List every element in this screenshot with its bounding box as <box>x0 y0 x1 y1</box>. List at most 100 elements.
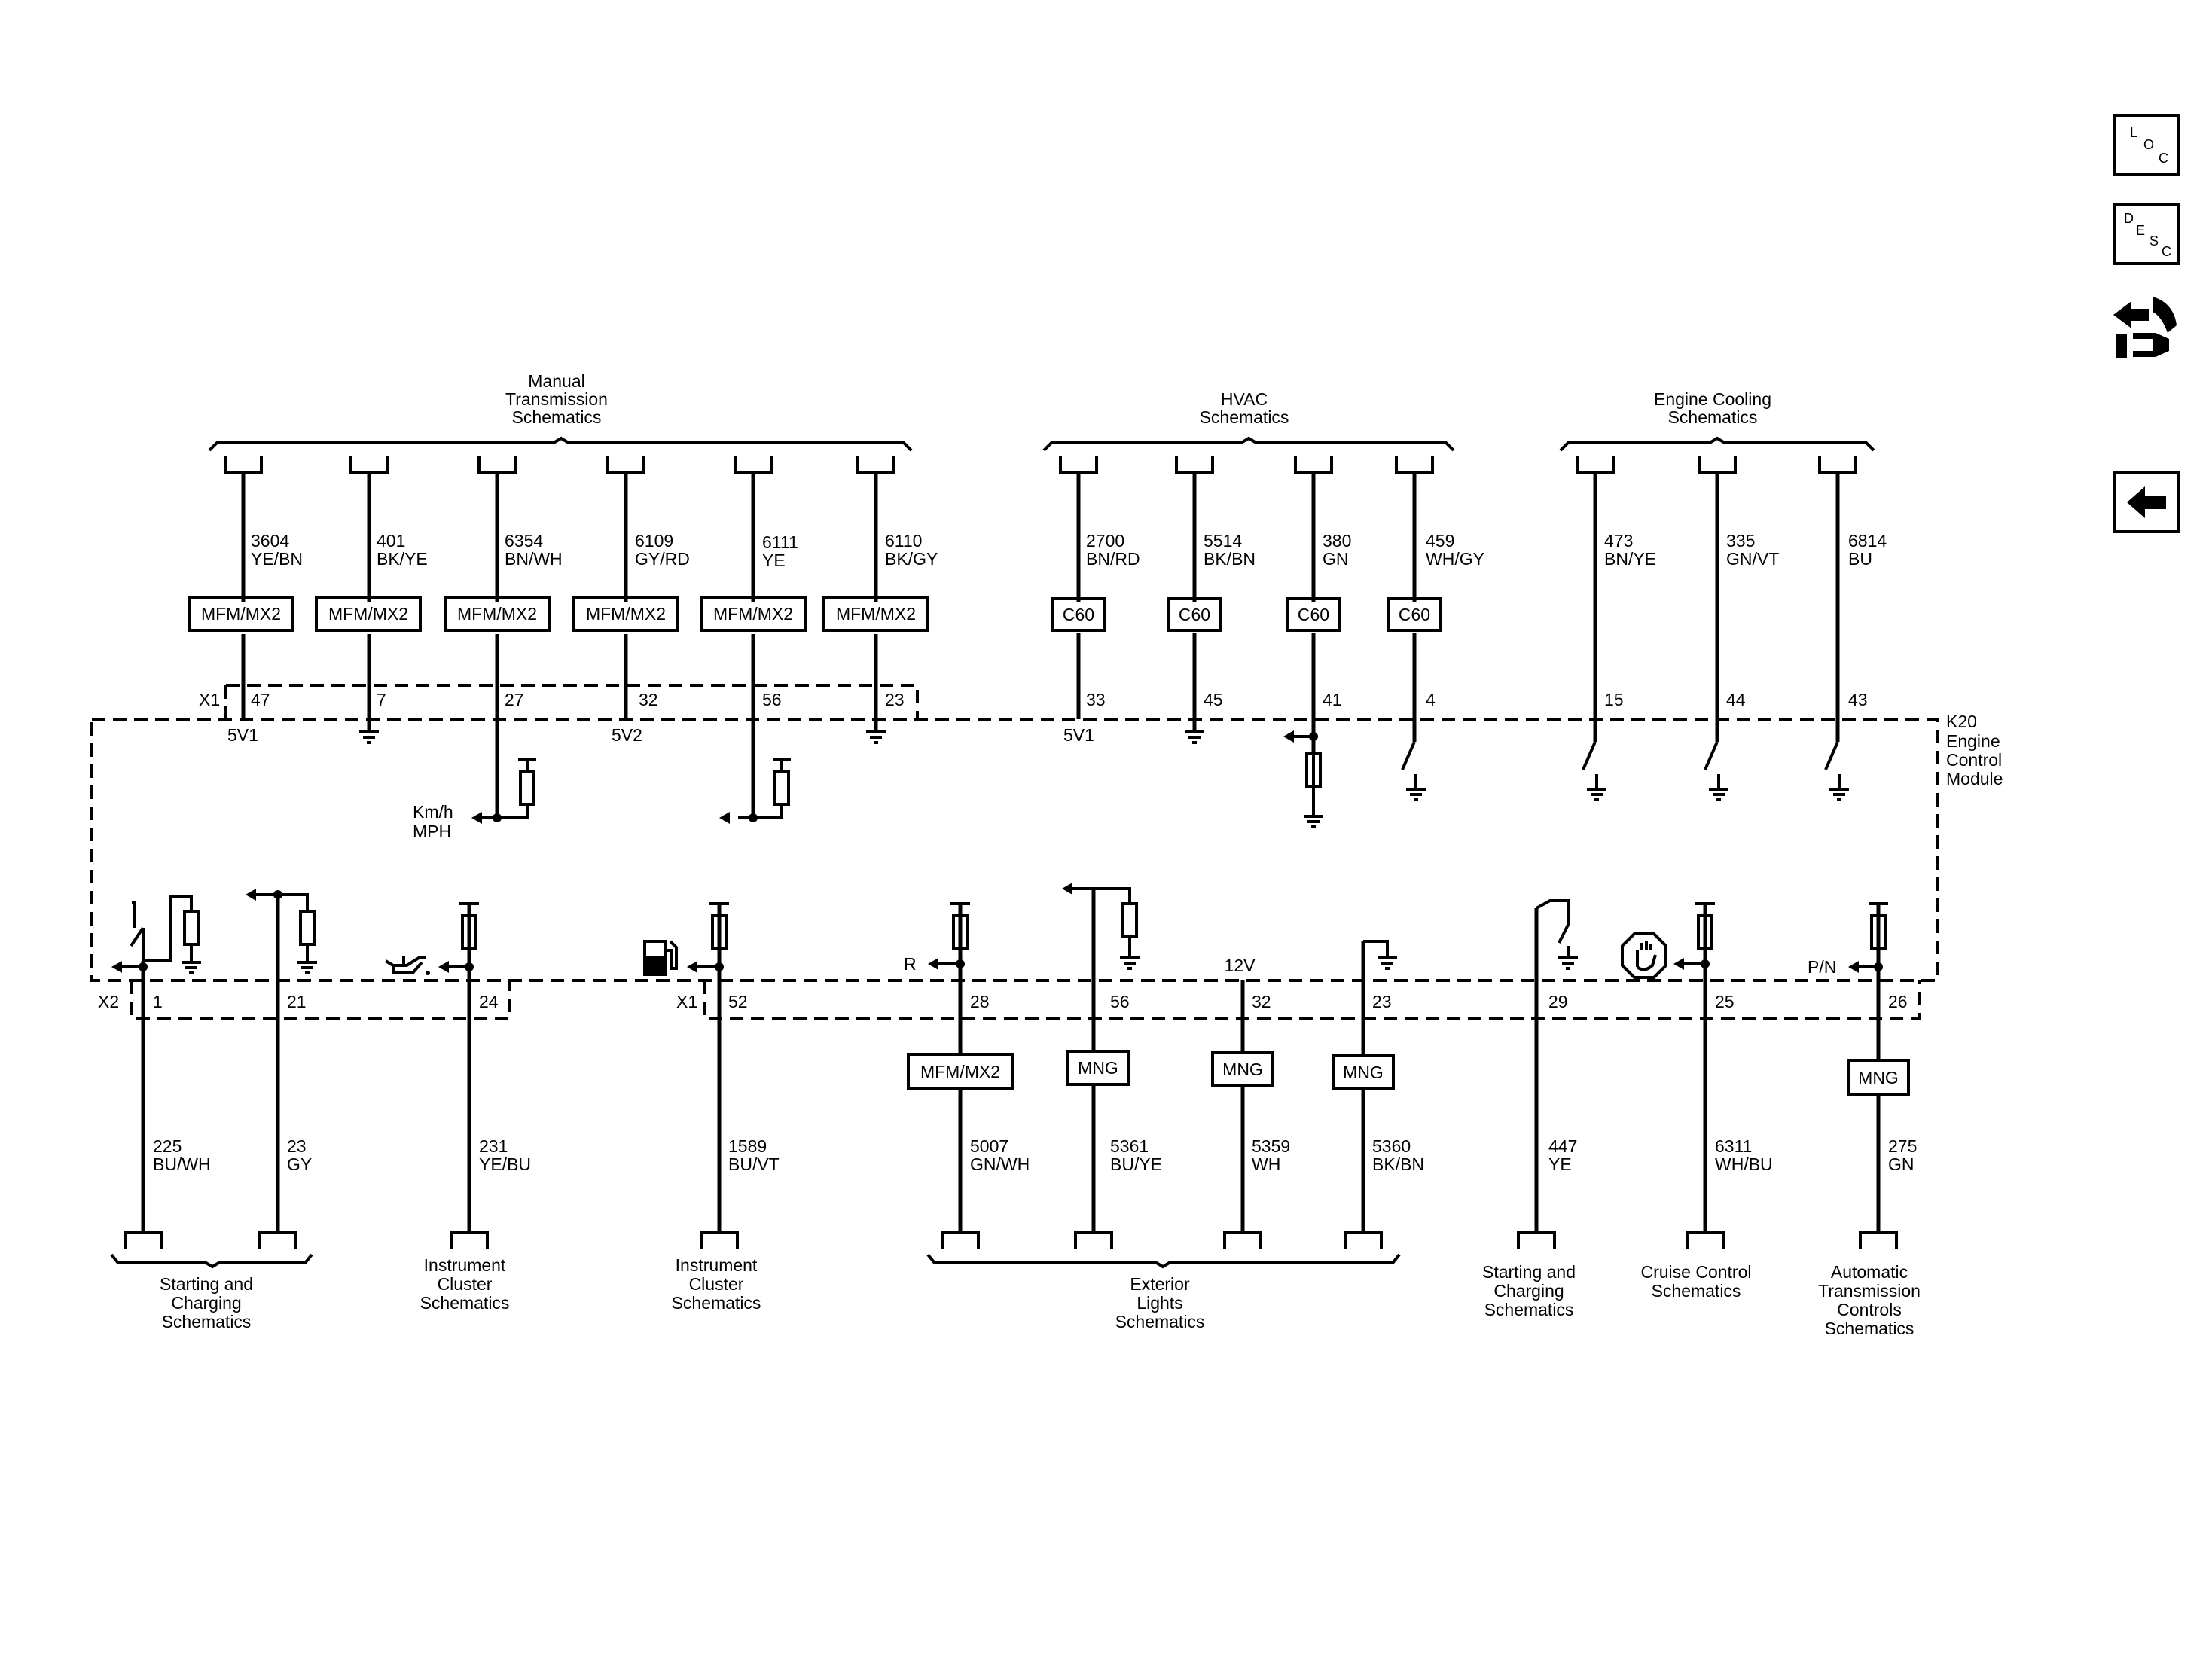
bottom-circuit-5359: 12V MNG 32 5359 WH <box>1211 956 1290 1250</box>
svg-text:21: 21 <box>287 992 307 1011</box>
svg-text:GN: GN <box>1323 549 1349 569</box>
bottom-connector-x1-label: X1 <box>676 992 697 1011</box>
svg-text:27: 27 <box>505 690 524 709</box>
top-group-2-line-1: HVAC <box>1221 389 1268 409</box>
bottom-circuit-231: 24 231 YE/BU <box>384 902 531 1250</box>
fuel-gauge-icon <box>643 940 678 976</box>
svg-text:Starting and: Starting and <box>160 1274 253 1294</box>
description-letter-d: D <box>2124 211 2134 226</box>
svg-text:1589: 1589 <box>728 1136 767 1156</box>
module-name-line-1: Engine <box>1946 731 2000 751</box>
svg-text:YE: YE <box>762 550 786 570</box>
svg-text:447: 447 <box>1548 1136 1577 1156</box>
svg-text:Charging: Charging <box>1493 1281 1564 1301</box>
top-group-brackets <box>208 436 1875 452</box>
svg-text:BU/VT: BU/VT <box>728 1154 780 1174</box>
bottom-circuit-275: P/N MNG 26 275 GN <box>1808 902 1917 1250</box>
svg-text:GN/VT: GN/VT <box>1726 549 1779 569</box>
svg-text:MFM/MX2: MFM/MX2 <box>457 604 537 624</box>
bottom-circuit-225: 1 225 BU/WH <box>111 895 211 1250</box>
top-circuit-335: 335 GN/VT 44 <box>1698 455 1779 801</box>
svg-text:C60: C60 <box>1399 605 1430 624</box>
top-circuit-401: 401 BK/YE MFM/MX2 7 <box>315 455 428 744</box>
svg-text:Schematics: Schematics <box>1825 1319 1915 1338</box>
bottom-circuit-5360: MNG 23 5360 BK/BN <box>1332 940 1424 1250</box>
bottom-circuit-23: 21 23 GY <box>246 889 319 1250</box>
svg-text:32: 32 <box>639 690 658 709</box>
bottom-circuit-447: 29 447 YE <box>1517 899 1579 1250</box>
svg-text:MFM/MX2: MFM/MX2 <box>586 604 666 624</box>
svg-text:41: 41 <box>1323 690 1342 709</box>
svg-text:29: 29 <box>1548 992 1568 1011</box>
svg-text:Schematics: Schematics <box>672 1293 761 1313</box>
svg-text:MFM/MX2: MFM/MX2 <box>713 604 793 624</box>
svg-text:BK/YE: BK/YE <box>377 549 428 569</box>
bottom-group-brackets <box>110 1253 1401 1269</box>
svg-text:MNG: MNG <box>1858 1068 1899 1087</box>
svg-text:225: 225 <box>153 1136 182 1156</box>
svg-text:Automatic: Automatic <box>1831 1262 1908 1282</box>
svg-text:Exterior: Exterior <box>1130 1274 1190 1294</box>
top-circuit-6110: 6110 BK/GY MFM/MX2 23 <box>822 455 938 744</box>
arrow-left-icon <box>2127 486 2166 518</box>
svg-text:4: 4 <box>1426 690 1436 709</box>
svg-text:15: 15 <box>1604 690 1624 709</box>
location-button[interactable]: L O C <box>2113 114 2180 176</box>
bottom-connector-x2-band <box>130 980 511 1020</box>
svg-text:MFM/MX2: MFM/MX2 <box>201 604 281 624</box>
svg-text:Lights: Lights <box>1137 1293 1182 1313</box>
svg-text:43: 43 <box>1848 690 1868 709</box>
bottom-circuit-5007: R MFM/MX2 28 5007 GN/WH <box>904 902 1030 1250</box>
svg-text:28: 28 <box>970 992 990 1011</box>
svg-text:52: 52 <box>728 992 748 1011</box>
svg-text:23: 23 <box>287 1136 307 1156</box>
svg-text:24: 24 <box>479 992 499 1011</box>
svg-text:25: 25 <box>1715 992 1735 1011</box>
svg-text:BU/YE: BU/YE <box>1110 1154 1162 1174</box>
svg-text:C60: C60 <box>1179 605 1210 624</box>
diagnostic-tools-button[interactable] <box>2110 286 2183 364</box>
svg-text:MNG: MNG <box>1343 1063 1384 1082</box>
top-circuit-2700: 2700 BN/RD C60 33 5V1 <box>1051 455 1140 745</box>
svg-text:335: 335 <box>1726 531 1755 550</box>
svg-text:BK/BN: BK/BN <box>1372 1154 1424 1174</box>
svg-text:BN/WH: BN/WH <box>505 549 563 569</box>
bottom-circuit-1589: 52 1589 BU/VT <box>643 902 780 1250</box>
svg-text:P/N: P/N <box>1808 957 1836 977</box>
svg-text:GN/WH: GN/WH <box>970 1154 1030 1174</box>
svg-text:3604: 3604 <box>251 531 289 550</box>
svg-text:23: 23 <box>885 690 905 709</box>
top-connector-band <box>226 684 919 719</box>
svg-text:MNG: MNG <box>1222 1060 1263 1079</box>
module-label: K20 Engine Control Module <box>1946 712 2003 788</box>
back-button[interactable] <box>2113 471 2180 533</box>
svg-text:Schematics: Schematics <box>1484 1300 1574 1319</box>
svg-text:Instrument: Instrument <box>676 1255 758 1275</box>
svg-text:BU: BU <box>1848 549 1872 569</box>
svg-text:5V1: 5V1 <box>227 725 258 745</box>
svg-text:BU/WH: BU/WH <box>153 1154 211 1174</box>
svg-text:Transmission: Transmission <box>1818 1281 1921 1301</box>
svg-text:6110: 6110 <box>885 531 922 550</box>
top-circuit-459: 459 WH/GY C60 4 <box>1387 455 1484 801</box>
cruise-control-icon <box>1621 932 1667 979</box>
top-circuit-380: 380 GN C60 41 <box>1283 455 1351 828</box>
top-circuit-6109: 6109 GY/RD MFM/MX2 32 5V2 <box>572 455 690 745</box>
svg-text:BN/RD: BN/RD <box>1086 549 1140 569</box>
description-button[interactable]: D E S C <box>2113 203 2180 265</box>
top-group-1-line-1: Manual <box>528 371 584 391</box>
svg-text:Schematics: Schematics <box>420 1293 510 1313</box>
svg-text:33: 33 <box>1086 690 1106 709</box>
svg-text:MNG: MNG <box>1078 1058 1118 1078</box>
top-group-1-line-2: Transmission <box>505 389 608 409</box>
svg-text:6109: 6109 <box>635 531 673 550</box>
module-boundary <box>90 718 1939 982</box>
svg-text:WH/GY: WH/GY <box>1426 549 1484 569</box>
svg-text:BK/GY: BK/GY <box>885 549 938 569</box>
svg-text:56: 56 <box>1110 992 1130 1011</box>
svg-text:WH/BU: WH/BU <box>1715 1154 1773 1174</box>
top-circuit-3604: 3604 YE/BN MFM/MX2 47 5V1 <box>188 455 303 745</box>
svg-text:Starting and: Starting and <box>1482 1262 1576 1282</box>
top-group-1-line-3: Schematics <box>512 407 602 427</box>
top-group-2-line-2: Schematics <box>1200 407 1289 427</box>
